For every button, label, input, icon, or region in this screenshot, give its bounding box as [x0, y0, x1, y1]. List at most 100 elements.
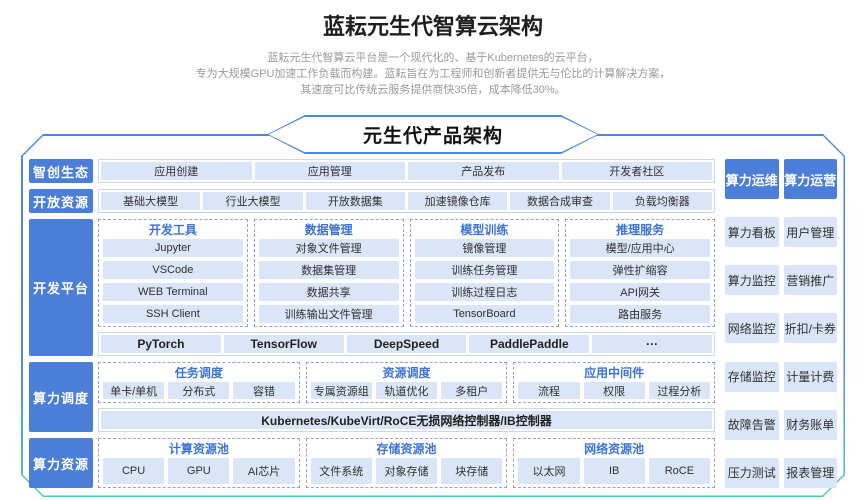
sidebar-cell: 存储监控	[725, 361, 779, 392]
sidebar-cell: 算力监控	[725, 265, 779, 296]
cell: 训练过程日志	[414, 283, 555, 301]
open-resource-cell: 负载均衡器	[612, 192, 712, 210]
cell: WEB Terminal	[103, 283, 243, 301]
kubernetes-base-cell: Kubernetes/KubeVirt/RoCE无损网络控制器/IB控制器	[101, 411, 712, 429]
row-open-resources: 开放资源 基础大模型行业大模型开放数据集加速镜像仓库数据合成审查负载均衡器	[29, 189, 715, 213]
sub-group-title: 网络资源池	[584, 442, 645, 456]
sub-group-title: 应用中间件	[584, 366, 645, 380]
framework-cell: PyTorch	[101, 335, 221, 353]
open-resource-cell: 基础大模型	[101, 192, 201, 210]
scheduling-stack: 任务调度单卡/单机分布式容错资源调度专属资源组轨道优化多租户应用中间件流程权限过…	[98, 362, 716, 432]
sub-group: 资源调度专属资源组轨道优化多租户	[305, 362, 508, 403]
open-resource-cell: 数据合成审查	[510, 192, 610, 210]
sub-group-cells: 专属资源组轨道优化多租户	[310, 382, 503, 399]
sub-group-cells: 单卡/单机分布式容错	[103, 382, 295, 399]
scheduling-columns: 任务调度单卡/单机分布式容错资源调度专属资源组轨道优化多租户应用中间件流程权限过…	[98, 362, 716, 403]
open-resource-cells: 基础大模型行业大模型开放数据集加速镜像仓库数据合成审查负载均衡器	[98, 189, 715, 213]
framework-cell: ···	[592, 335, 712, 353]
sub-group-title: 计算资源池	[168, 442, 229, 456]
product-architecture-banner: 元生代产品架构	[267, 115, 599, 154]
sub-group: 存储资源池文件系统对象存储块存储	[305, 438, 508, 488]
cell: 模型/应用中心	[570, 239, 710, 257]
sidebar-cell: 计量计费	[783, 361, 837, 392]
subtitle-line-2: 专为大规模GPU加速工作负载而构建。蓝耘旨在为工程师和创新者提供无与伦比的计算解…	[195, 68, 671, 80]
open-resource-cell: 加速镜像仓库	[407, 192, 508, 210]
sub-group-cells: 文件系统对象存储块存储	[310, 458, 503, 484]
sidebar-cell: 用户管理	[783, 217, 837, 248]
cell: CPU	[103, 458, 165, 484]
row-label-open-resources: 开放资源	[29, 189, 93, 213]
row-label-scheduling: 算力调度	[29, 362, 93, 432]
architecture-panel: 元生代产品架构 智创生态 应用创建应用管理产品发布开发者社区 开放资源 基础大模…	[21, 134, 845, 497]
sub-group-title: 开发工具	[148, 223, 197, 237]
subtitle-line-1: 蓝耘元生代智算云平台是一个现代化的、基于Kubernetes的云平台，	[267, 52, 599, 64]
cell: 块存储	[441, 458, 503, 484]
sub-group: 数据管理对象文件管理数据集管理数据共享训练输出文件管理	[253, 219, 404, 327]
cell: 权限	[583, 382, 645, 399]
sidebar-cell: 财务账单	[783, 409, 837, 440]
sub-group-title: 模型训练	[460, 223, 509, 237]
cell: 对象存储	[375, 458, 438, 484]
eco-cells: 应用创建应用管理产品发布开发者社区	[98, 159, 715, 183]
cell: 数据共享	[258, 283, 399, 301]
sub-group: 任务调度单卡/单机分布式容错	[98, 362, 300, 403]
framework-cell: DeepSpeed	[346, 335, 467, 353]
sub-group-title: 推理服务	[616, 223, 665, 237]
cell: 镜像管理	[414, 239, 555, 257]
scheduling-base-cells: Kubernetes/KubeVirt/RoCE无损网络控制器/IB控制器	[98, 408, 715, 432]
sidebar-cell: 故障告警	[725, 409, 779, 440]
cell: 分布式	[168, 382, 230, 399]
cell: 训练输出文件管理	[258, 305, 399, 323]
eco-cell: 产品发布	[408, 162, 559, 180]
row-label-eco: 智创生态	[29, 159, 93, 183]
cell: RoCE	[648, 458, 710, 484]
panel-content: 智创生态 应用创建应用管理产品发布开发者社区 开放资源 基础大模型行业大模型开放…	[21, 134, 845, 497]
sidebar-header: 算力运营	[783, 159, 837, 199]
framework-cell: TensorFlow	[223, 335, 344, 353]
sub-group-cells: 流程权限过程分析	[518, 382, 710, 399]
cell: 过程分析	[648, 382, 710, 399]
sidebar-cell: 折扣/卡券	[783, 313, 837, 344]
open-resource-cell: 行业大模型	[203, 192, 303, 210]
row-eco: 智创生态 应用创建应用管理产品发布开发者社区	[29, 159, 715, 183]
sub-group-title: 存储资源池	[376, 442, 437, 456]
main-area: 智创生态 应用创建应用管理产品发布开发者社区 开放资源 基础大模型行业大模型开放…	[29, 159, 716, 488]
cell: SSH Client	[103, 305, 243, 323]
row-label-dev-platform: 开发平台	[29, 219, 93, 356]
cell: GPU	[168, 458, 230, 484]
sidebar-cell: 网络监控	[725, 313, 779, 344]
eco-cell: 应用管理	[254, 162, 405, 180]
eco-cell: 开发者社区	[561, 162, 712, 180]
cell: VSCode	[103, 261, 243, 279]
cell: 文件系统	[310, 458, 372, 484]
sub-group-title: 资源调度	[382, 366, 431, 380]
sub-group: 应用中间件流程权限过程分析	[513, 362, 716, 403]
cell: 轨道优化	[375, 382, 438, 399]
cell: 训练任务管理	[414, 261, 555, 279]
sub-group-cells: 对象文件管理数据集管理数据共享训练输出文件管理	[258, 239, 399, 323]
sub-group-title: 任务调度	[174, 366, 223, 380]
cell: 以太网	[518, 458, 580, 484]
sidebar-column: 算力运营用户管理营销推广折扣/卡券计量计费财务账单报表管理	[783, 159, 837, 488]
subtitle-line-3: 其速度可比传统云服务提供商快35倍，成本降低30%。	[300, 84, 566, 96]
sidebar-cell: 报表管理	[783, 457, 837, 488]
cell: 对象文件管理	[258, 239, 399, 257]
cell: 容错	[233, 382, 295, 399]
sidebar-header: 算力运维	[725, 159, 779, 199]
row-label-compute-resources: 算力资源	[29, 438, 93, 488]
sidebar-cell: 营销推广	[783, 265, 837, 296]
cell: AI芯片	[233, 458, 295, 484]
sidebar-column: 算力运维算力看板算力监控网络监控存储监控故障告警压力测试	[725, 159, 779, 488]
cell: API网关	[570, 283, 710, 301]
